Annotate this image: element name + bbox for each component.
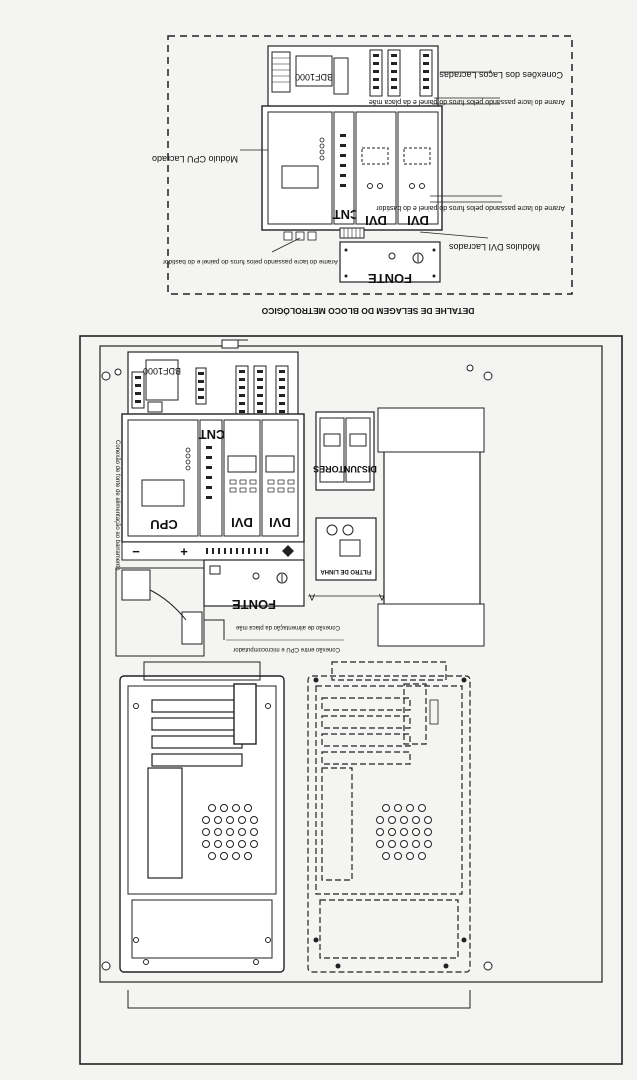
- detail-board-label: BDF1000: [295, 72, 333, 82]
- main-panel: BDF1000 CPU CNT DVI: [79, 335, 623, 1065]
- polarity-minus: −: [132, 544, 140, 559]
- detail-dvi-label-2: DVI: [407, 213, 429, 228]
- detail-dvi-module-2: [397, 111, 439, 225]
- detail-cnt-module: [333, 111, 355, 225]
- main-dvi-module-2: [261, 419, 299, 537]
- callout-arame-bastidor: Arame do lacre passando pelos furos do p…: [376, 204, 565, 211]
- callout-modulo-cpu: Módulo CPU Lacrado: [152, 154, 238, 164]
- marker-a-right: A: [379, 592, 385, 602]
- detail-dvi-label-1: DVI: [365, 213, 387, 228]
- disjuntores-label: DISJUNTORES: [313, 464, 377, 474]
- main-cpu-label: CPU: [150, 517, 177, 532]
- marker-a-left: A: [309, 592, 315, 602]
- din-rail: [383, 415, 481, 639]
- detail-title: DETALHE DE SELAGEM DO BLOCO METROLÓGICO: [261, 306, 474, 317]
- main-dvi-label-1: DVI: [231, 515, 253, 530]
- main-cnt-label: CNT: [199, 427, 226, 442]
- detail-dvi-module-1: [355, 111, 397, 225]
- main-cpu-module: [127, 419, 199, 537]
- seal-detail: DETALHE DE SELAGEM DO BLOCO METROLÓGICO …: [152, 35, 573, 317]
- callout-conexoes: Conexões dos Laços Lacradas: [439, 70, 563, 80]
- callout-arame-placa: Arame do lacre passando pelos furos do p…: [369, 98, 565, 105]
- detail-cpu-module: [267, 111, 333, 225]
- main-dvi-label-2: DVI: [269, 515, 291, 530]
- filtro-label: FILTRO DE LINHA: [320, 568, 372, 574]
- main-dvi-module-1: [223, 419, 261, 537]
- detail-power-module: [339, 241, 441, 283]
- bottom-note-2: Conexão entre CPU e microcomputador: [233, 646, 340, 652]
- detail-dashed-frame: [167, 35, 573, 295]
- polarity-plus: +: [180, 544, 188, 559]
- main-fonte-label: FONTE: [232, 597, 276, 612]
- right-display-panel: [307, 661, 471, 973]
- left-display-panel: [119, 675, 285, 973]
- main-power-module: [203, 559, 305, 607]
- inner-plate: [99, 345, 603, 983]
- detail-fonte-label: FONTE: [368, 271, 412, 286]
- outer-frame: [79, 335, 623, 1065]
- main-board-label: BDF1000: [143, 366, 181, 376]
- callout-modulos-dvi: Módulos DVI Lacrados: [448, 242, 540, 252]
- bottom-note-1: Conexão de alimentação da placa mãe: [235, 624, 340, 630]
- callout-arame-bastidor-2: Arame do lacre passando pelos furos do p…: [162, 258, 338, 265]
- detail-cnt-label: CNT: [333, 207, 360, 222]
- side-note: Conexão de fonte de alimentação ao barra…: [114, 440, 120, 571]
